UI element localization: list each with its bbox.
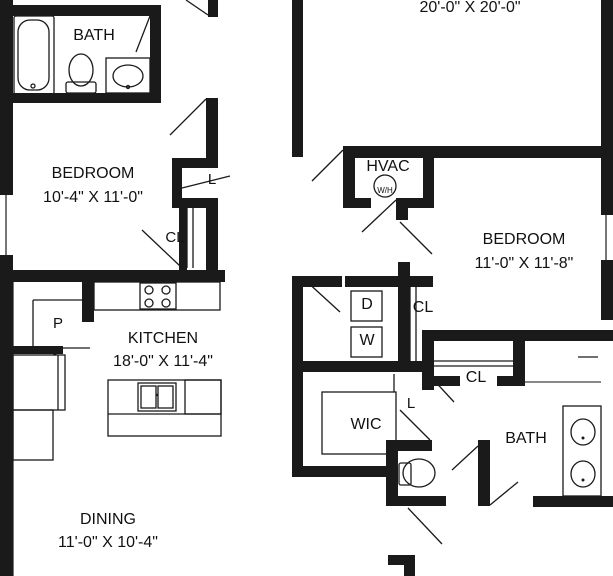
- dryer-label: D: [361, 296, 373, 313]
- closet-bath-label: CL: [465, 369, 487, 386]
- bath-top-label: BATH: [73, 27, 115, 44]
- faucet-marks: [155, 393, 585, 482]
- linen-left-label: L: [207, 171, 217, 188]
- dining-label: DINING: [80, 511, 136, 528]
- kitchen-size: 18'-0" X 11'-4": [113, 353, 213, 370]
- living-room-size: 20'-0" X 20'-0": [419, 0, 521, 16]
- closet-laundry-label: CL: [412, 299, 434, 316]
- bath-right-label: BATH: [505, 430, 547, 447]
- wic-label: WIC: [350, 416, 382, 433]
- toilet-icon: [65, 53, 97, 94]
- bathtub-icon: [13, 15, 55, 95]
- linen-wic-label: L: [406, 395, 416, 412]
- pantry-label: P: [52, 315, 64, 332]
- dining-size: 11'-0" X 10'-4": [58, 534, 158, 551]
- bedroom-left-label: BEDROOM: [51, 165, 135, 182]
- bedroom-left-size: 10'-4" X 11'-0": [43, 189, 143, 206]
- bedroom-right-size: 11'-0" X 11'-8": [474, 255, 574, 272]
- kitchen-label: KITCHEN: [127, 330, 199, 347]
- water-heater-label: W/H: [377, 186, 393, 195]
- sink-icon: [105, 57, 151, 94]
- fixtures: [12, 0, 602, 545]
- washer-label: W: [359, 332, 375, 349]
- closet-left-label: CL: [165, 229, 185, 246]
- bedroom-right-label: BEDROOM: [482, 231, 566, 248]
- hvac-label: HVAC: [366, 158, 410, 175]
